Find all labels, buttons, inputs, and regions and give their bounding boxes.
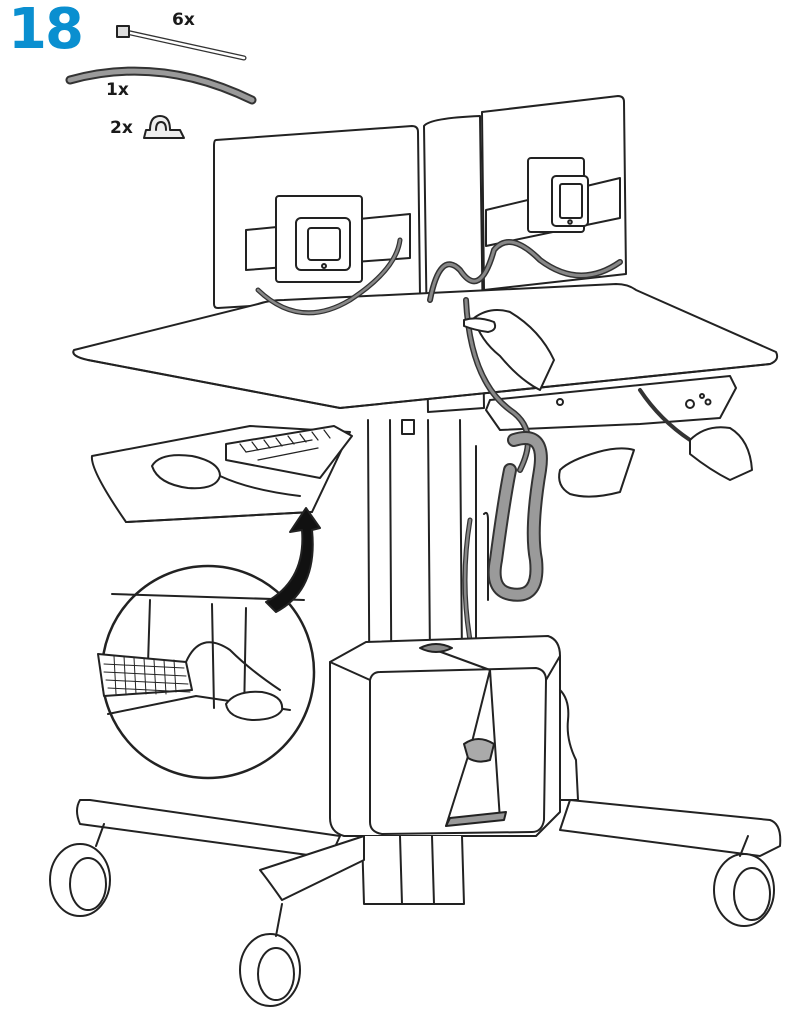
cable-clip-quantity: 2x: [110, 118, 133, 138]
cpu-box: [329, 635, 579, 837]
casters: [49, 823, 775, 1007]
hand-middle: [558, 447, 635, 498]
work-surface: [72, 283, 779, 409]
detail-mouse: [225, 690, 284, 721]
cpu-strap: [429, 647, 501, 827]
right-monitor: [481, 95, 627, 291]
cable-clip-icon: [143, 115, 185, 139]
keyboard: [225, 425, 353, 479]
cable-sleeve-quantity: 1x: [106, 80, 129, 100]
hand-right: [689, 426, 753, 481]
cable-tie-icon: [116, 25, 247, 61]
detail-callout: [97, 564, 316, 780]
cable-tie-quantity: 6x: [172, 10, 195, 30]
cart-base: [76, 799, 782, 905]
callout-arrow: [265, 507, 321, 613]
cable-sleeve-icon: [65, 66, 257, 105]
cart-column: [367, 419, 489, 801]
keyboard-tray: [90, 425, 353, 523]
hand-upper: [463, 309, 555, 391]
step-number: 18: [8, 0, 84, 62]
left-monitor: [213, 125, 421, 309]
